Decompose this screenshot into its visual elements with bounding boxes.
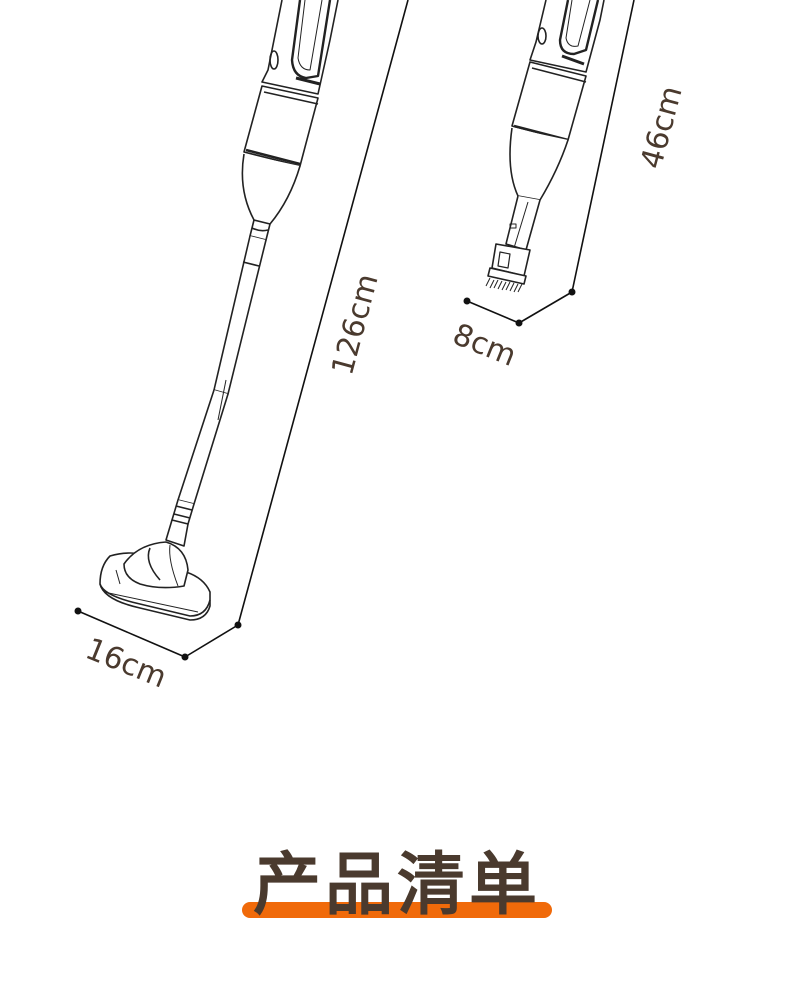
handheld-dimension-lines — [466, 0, 635, 324]
stick-vacuum-illustration — [99, 0, 339, 621]
section-title: 产品清单 — [242, 846, 552, 926]
stick-dimension-lines — [77, 0, 409, 658]
title-underline-bar — [242, 902, 552, 918]
section-title-text: 产品清单 — [252, 846, 541, 925]
stick-dimension-points — [74, 607, 242, 661]
handheld-dimension-points — [463, 288, 576, 327]
handheld-vacuum-illustration — [485, 0, 605, 293]
